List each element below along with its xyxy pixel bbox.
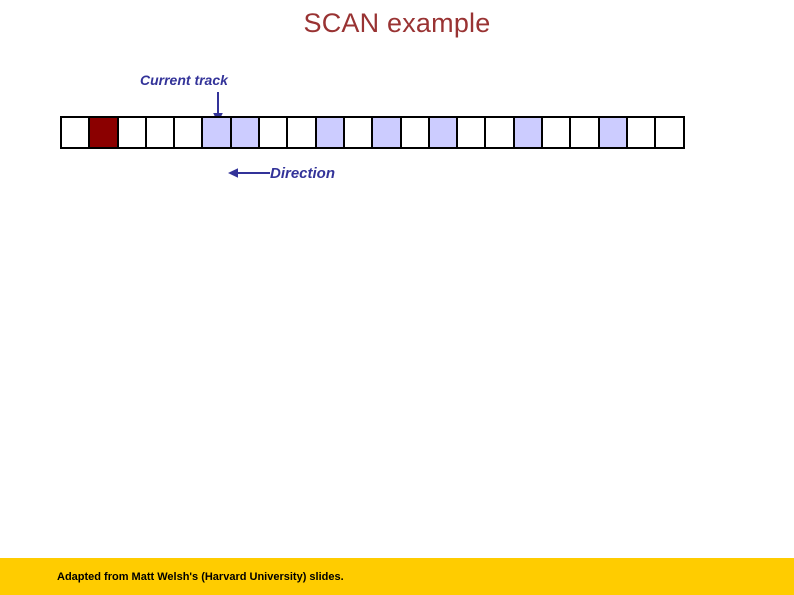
- track-cell: [599, 116, 628, 149]
- disk-track-strip: [60, 116, 685, 149]
- track-cell: [231, 116, 261, 149]
- track-cell: [429, 116, 459, 149]
- track-cell: [458, 116, 487, 149]
- track-cell: [344, 116, 374, 149]
- track-cell: [288, 116, 317, 149]
- footer-attribution: Adapted from Matt Welsh's (Harvard Unive…: [57, 571, 344, 583]
- page-title: SCAN example: [303, 8, 491, 38]
- track-cell: [260, 116, 289, 149]
- footer-bar: [0, 558, 794, 595]
- arrow-left-icon: [228, 166, 270, 180]
- track-cell: [401, 116, 430, 149]
- track-cell: [175, 116, 204, 149]
- track-cell: [571, 116, 600, 149]
- track-cell: [146, 116, 176, 149]
- track-cell: [543, 116, 572, 149]
- track-cell: [203, 116, 232, 149]
- track-cell: [316, 116, 345, 149]
- track-cell: [627, 116, 657, 149]
- track-cell: [486, 116, 515, 149]
- current-track-label: Current track: [140, 72, 228, 88]
- track-cell: [118, 116, 147, 149]
- direction-label: Direction: [270, 164, 336, 182]
- direction-annotation: Direction: [228, 162, 335, 184]
- track-cell: [514, 116, 544, 149]
- track-cell: [656, 116, 685, 149]
- track-cell: [90, 116, 119, 149]
- track-cell: [373, 116, 402, 149]
- track-cell: [62, 116, 91, 149]
